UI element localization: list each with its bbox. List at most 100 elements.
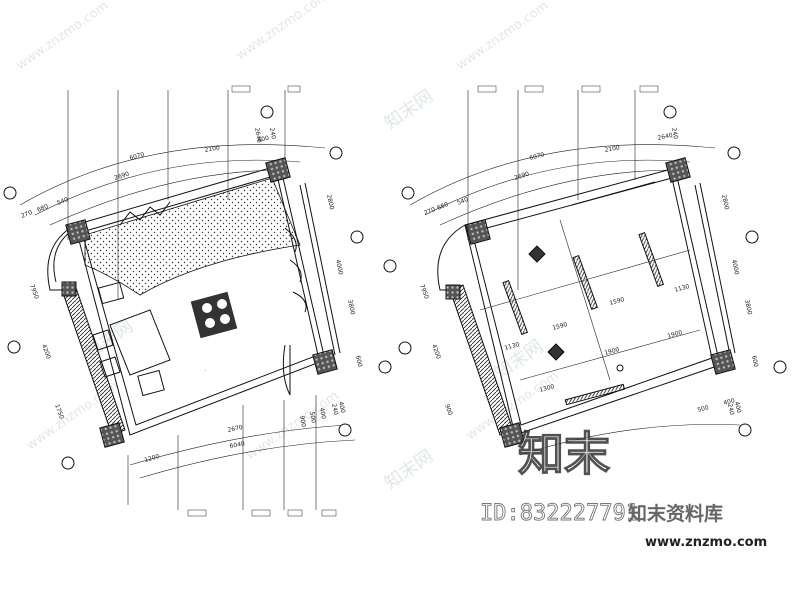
svg-text:240: 240	[670, 127, 679, 140]
right-light-strip-1	[502, 279, 529, 335]
left-curved-corner-inner	[53, 231, 71, 283]
svg-text:知末网: 知末网	[381, 446, 437, 494]
svg-text:2100: 2100	[204, 144, 220, 154]
brand-watermark: 知末 ID:832227791 知末资料库 www.znzmo.com	[480, 426, 768, 550]
svg-text:1750: 1750	[53, 403, 65, 420]
svg-text:240: 240	[268, 127, 277, 140]
svg-text:4200: 4200	[40, 343, 52, 360]
right-floor-plan: 6070 2100 2690 540 270 240 2640 680 2800…	[383, 85, 787, 456]
svg-text:3800: 3800	[743, 299, 753, 316]
left-top-dim-arc-2	[34, 159, 301, 216]
right-column-br	[710, 349, 736, 375]
left-armchair-1	[97, 281, 125, 305]
svg-text:240: 240	[330, 403, 339, 416]
svg-text:540: 540	[56, 196, 69, 207]
svg-text:7950: 7950	[418, 283, 430, 300]
right-curved-corner	[437, 224, 466, 291]
svg-text:270: 270	[423, 206, 436, 217]
left-chair-2	[217, 299, 227, 309]
left-armchair-2	[137, 369, 165, 397]
right-column-tr	[665, 157, 691, 183]
left-door-swing	[282, 344, 291, 396]
right-top-dim-arc-3	[439, 169, 676, 226]
left-column-tr	[265, 157, 291, 183]
svg-text:680: 680	[436, 201, 449, 212]
watermark-id: ID:832227791	[480, 501, 639, 526]
left-bottom-dim-arc-1	[129, 424, 351, 466]
svg-text:600: 600	[750, 355, 759, 368]
right-bottom-dim-arc	[519, 424, 741, 456]
svg-text:1590: 1590	[609, 296, 626, 307]
right-fixture-1	[528, 245, 546, 263]
right-right-wall	[694, 184, 731, 356]
svg-text:540: 540	[456, 196, 469, 207]
left-right-wall-2	[304, 182, 341, 354]
left-right-wall	[299, 184, 336, 356]
right-light-strip-2	[572, 254, 599, 310]
svg-text:1900: 1900	[667, 329, 684, 340]
svg-text:www.znzmo.com: www.znzmo.com	[14, 0, 112, 73]
svg-text:2690: 2690	[513, 170, 530, 181]
left-bottom-dim-arc-2	[139, 439, 356, 479]
left-side-chair-2	[99, 356, 121, 378]
svg-text:2100: 2100	[604, 144, 620, 154]
right-column-ml	[445, 284, 461, 300]
right-top-dim-arc-2	[424, 159, 691, 216]
svg-text:4000: 4000	[334, 259, 344, 276]
left-dining-table	[190, 291, 238, 339]
left-column-ml	[61, 281, 77, 297]
svg-text:4000: 4000	[730, 259, 740, 276]
left-basin-3	[292, 291, 307, 313]
svg-text:www.znzmo.com: www.znzmo.com	[454, 0, 552, 73]
svg-text:400: 400	[733, 401, 742, 414]
svg-text:1300: 1300	[539, 383, 556, 394]
left-column-tl	[65, 219, 91, 245]
right-tags	[467, 85, 659, 290]
svg-text:6040: 6040	[229, 440, 245, 450]
svg-text:400: 400	[257, 135, 270, 144]
right-light-strip-4	[564, 383, 626, 406]
right-top-strip	[571, 181, 656, 206]
svg-text:2690: 2690	[113, 170, 130, 181]
right-top-dim-arc-1	[409, 144, 716, 206]
svg-text:600: 600	[354, 355, 363, 368]
left-basin-1	[284, 227, 297, 253]
right-inner-guide-2	[519, 329, 701, 381]
left-chair-3	[205, 318, 215, 328]
svg-text:680: 680	[36, 203, 49, 214]
left-chair-4	[220, 314, 230, 324]
svg-text:400: 400	[723, 397, 736, 407]
left-chair-1	[202, 303, 212, 313]
right-dimension-labels: 6070 2100 2690 540 270 240 2640 680 2800…	[418, 127, 759, 416]
left-column-bl	[99, 422, 125, 448]
svg-text:4200: 4200	[430, 343, 442, 360]
right-center-mark	[616, 364, 624, 372]
svg-text:1130: 1130	[504, 341, 521, 352]
left-dotted-floor-zone	[84, 177, 301, 296]
watermark-url: www.znzmo.com	[645, 535, 767, 550]
left-top-dim-arc-1	[19, 144, 326, 206]
svg-text:1590: 1590	[552, 321, 569, 332]
svg-text:1130: 1130	[674, 283, 691, 294]
right-right-wall-2	[699, 182, 736, 354]
svg-text:2640: 2640	[253, 127, 263, 143]
left-grid-bubbles	[3, 105, 392, 470]
left-tags	[67, 85, 337, 517]
left-dimension-labels: 6070 2100 2690 540 680 270 400 240 2640 …	[20, 127, 363, 464]
svg-text:900: 900	[443, 403, 454, 416]
left-side-chair	[92, 329, 114, 351]
svg-text:2670: 2670	[227, 424, 244, 434]
svg-text:7950: 7950	[28, 283, 40, 300]
right-column-tl	[465, 219, 491, 245]
right-light-strip-3	[638, 231, 665, 287]
watermark-library: 知末资料库	[628, 502, 723, 525]
svg-text:400: 400	[318, 407, 327, 420]
svg-text:1200: 1200	[144, 453, 161, 464]
svg-text:6070: 6070	[529, 151, 546, 162]
left-desk	[109, 309, 171, 376]
svg-text:6070: 6070	[129, 151, 146, 162]
svg-text:2800: 2800	[325, 194, 335, 211]
left-floor-plan: ·	[3, 85, 392, 517]
svg-text:500: 500	[697, 404, 710, 414]
right-column-bl	[499, 422, 525, 448]
